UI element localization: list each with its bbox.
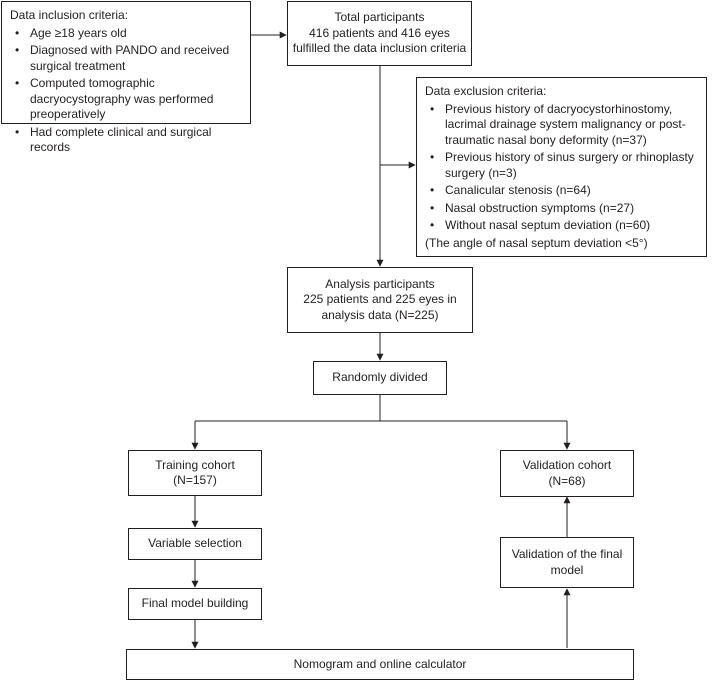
validation-line: (N=68): [548, 473, 586, 488]
inclusion-criteria-box: Data inclusion criteria: Age ≥18 years o…: [1, 1, 251, 154]
total-participants-box: Total participants 416 patients and 416 …: [287, 1, 472, 66]
list-item: Age ≥18 years old: [15, 26, 244, 42]
list-item: Diagnosed with PANDO and received surgic…: [15, 43, 244, 74]
total-line: 416 patients and 416 eyes: [309, 25, 450, 40]
training-line: Training cohort: [155, 457, 235, 472]
inclusion-list: Age ≥18 years old Diagnosed with PANDO a…: [10, 26, 244, 156]
analysis-line: analysis data (N=225): [321, 307, 439, 322]
list-item: Previous history of dacryocystorhinostom…: [430, 102, 700, 149]
validation-cohort-box: Validation cohort (N=68): [500, 450, 634, 497]
list-item: Had complete clinical and surgical recor…: [15, 125, 244, 156]
nomogram-box: Nomogram and online calculator: [126, 649, 634, 680]
list-item: Previous history of sinus surgery or rhi…: [430, 150, 700, 181]
list-item: Without nasal septum deviation (n=60): [430, 218, 700, 234]
list-item: Nasal obstruction symptoms (n=27): [430, 201, 700, 217]
final-model-building-box: Final model building: [128, 588, 262, 620]
training-cohort-box: Training cohort (N=157): [128, 450, 262, 496]
exclusion-title: Data exclusion criteria:: [425, 84, 547, 98]
final-model-label: Final model building: [141, 596, 249, 611]
random-label: Randomly divided: [332, 370, 428, 385]
validation-final-line: Validation of the final: [511, 547, 623, 561]
list-item: Canalicular stenosis (n=64): [430, 183, 700, 199]
analysis-line: 225 patients and 225 eyes in: [303, 292, 457, 307]
nomogram-label: Nomogram and online calculator: [293, 656, 467, 671]
randomly-divided-box: Randomly divided: [313, 361, 447, 395]
analysis-line: Analysis participants: [325, 276, 435, 291]
inclusion-title: Data inclusion criteria:: [10, 8, 129, 22]
validation-final-model-box: Validation of the final model: [500, 537, 634, 588]
exclusion-criteria-box: Data exclusion criteria: Previous histor…: [416, 77, 707, 257]
list-item: Computed tomographic dacryocystography w…: [15, 76, 244, 123]
training-line: (N=157): [173, 473, 217, 487]
variable-label: Variable selection: [148, 536, 242, 551]
exclusion-note: (The angle of nasal septum deviation <5°…: [425, 235, 648, 250]
exclusion-list: Previous history of dacryocystorhinostom…: [425, 102, 700, 234]
validation-line: Validation cohort: [522, 458, 612, 472]
analysis-participants-box: Analysis participants 225 patients and 2…: [287, 267, 473, 333]
validation-final-line: model: [550, 562, 584, 577]
variable-selection-box: Variable selection: [128, 528, 262, 560]
total-line: Total participants: [334, 10, 425, 25]
total-line: fulfilled the data inclusion criteria: [292, 41, 467, 56]
